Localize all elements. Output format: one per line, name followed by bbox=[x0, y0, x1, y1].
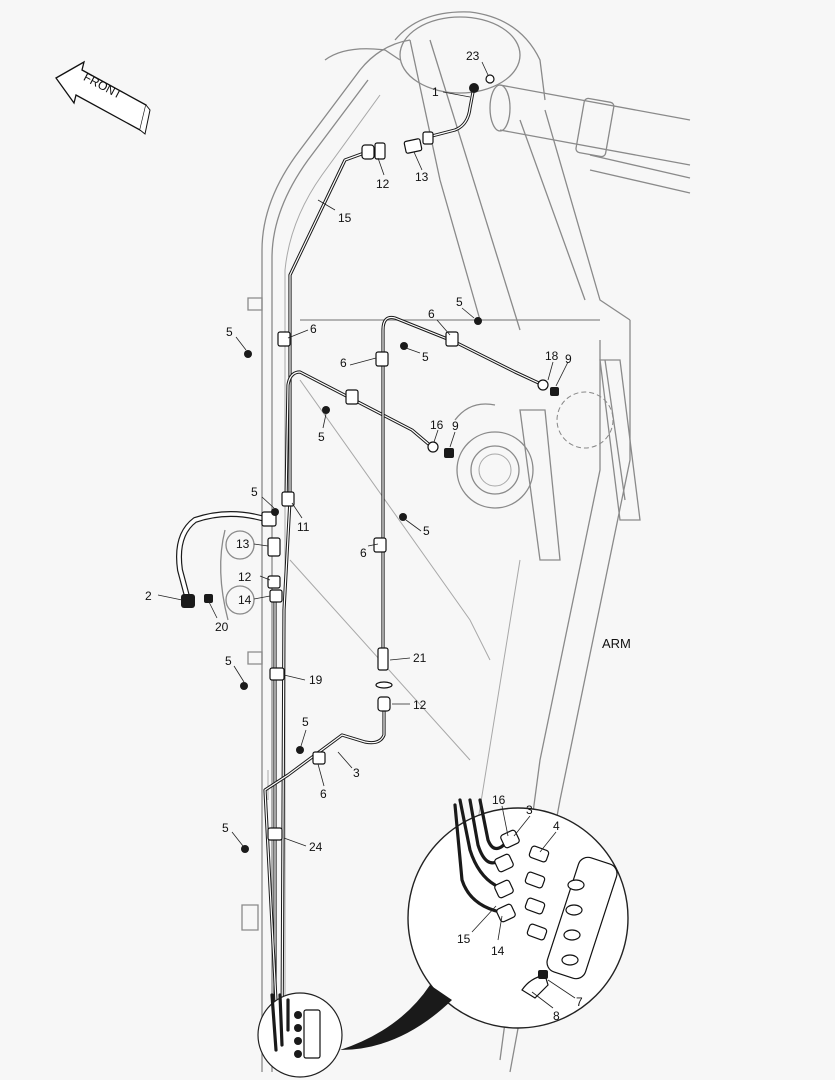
callout-5: 5 bbox=[225, 654, 232, 668]
fittings bbox=[204, 74, 559, 1061]
detail-callout-14: 14 bbox=[491, 944, 505, 958]
detail-view-small bbox=[257, 992, 343, 1078]
callout-21: 21 bbox=[413, 651, 427, 665]
callout-9: 9 bbox=[565, 352, 572, 366]
callout-20: 20 bbox=[215, 620, 229, 634]
detail-callout-3: 3 bbox=[526, 803, 533, 817]
callout-6: 6 bbox=[360, 546, 367, 560]
callout-23: 23 bbox=[466, 49, 480, 63]
callout-5: 5 bbox=[222, 821, 229, 835]
arm-label: ARM bbox=[602, 636, 631, 651]
callout-3: 3 bbox=[353, 766, 360, 780]
callout-15: 15 bbox=[338, 211, 352, 225]
callout-14: 14 bbox=[238, 593, 252, 607]
detail-callout-4: 4 bbox=[553, 819, 560, 833]
callout-5: 5 bbox=[251, 485, 258, 499]
detail-callout-15: 15 bbox=[457, 932, 471, 946]
callout-5: 5 bbox=[456, 295, 463, 309]
leader-lines bbox=[157, 61, 576, 1009]
callout-13: 13 bbox=[236, 537, 250, 551]
callout-12: 12 bbox=[376, 177, 390, 191]
callout-11: 11 bbox=[297, 520, 310, 534]
callout-2: 2 bbox=[145, 589, 152, 603]
callout-6: 6 bbox=[428, 307, 435, 321]
callout-18: 18 bbox=[545, 349, 559, 363]
callout-6: 6 bbox=[320, 787, 327, 801]
callout-19: 19 bbox=[309, 673, 323, 687]
callout-5: 5 bbox=[423, 524, 430, 538]
callout-13: 13 bbox=[415, 170, 429, 184]
callout-9: 9 bbox=[452, 419, 459, 433]
callout-5: 5 bbox=[226, 325, 233, 339]
callout-5: 5 bbox=[302, 715, 309, 729]
detail-callout-8: 8 bbox=[553, 1009, 560, 1023]
detail-view-large bbox=[340, 798, 629, 1050]
callout-6: 6 bbox=[340, 356, 347, 370]
callout-24: 24 bbox=[309, 840, 323, 854]
detail-callout-16: 16 bbox=[492, 793, 506, 807]
callout-5: 5 bbox=[422, 350, 429, 364]
detail-callout-7: 7 bbox=[576, 995, 583, 1009]
callout-1: 1 bbox=[432, 85, 439, 99]
callout-6: 6 bbox=[310, 322, 317, 336]
callout-12: 12 bbox=[413, 698, 427, 712]
callout-16: 16 bbox=[430, 418, 444, 432]
callout-5: 5 bbox=[318, 430, 325, 444]
callout-12: 12 bbox=[238, 570, 252, 584]
front-direction-arrow: FRONT bbox=[55, 60, 151, 135]
callout-labels: 1 2 3 5 5 5 5 5 5 5 5 5 5 6 6 6 6 6 9 9 … bbox=[145, 49, 631, 1023]
hose-2 bbox=[176, 511, 277, 608]
